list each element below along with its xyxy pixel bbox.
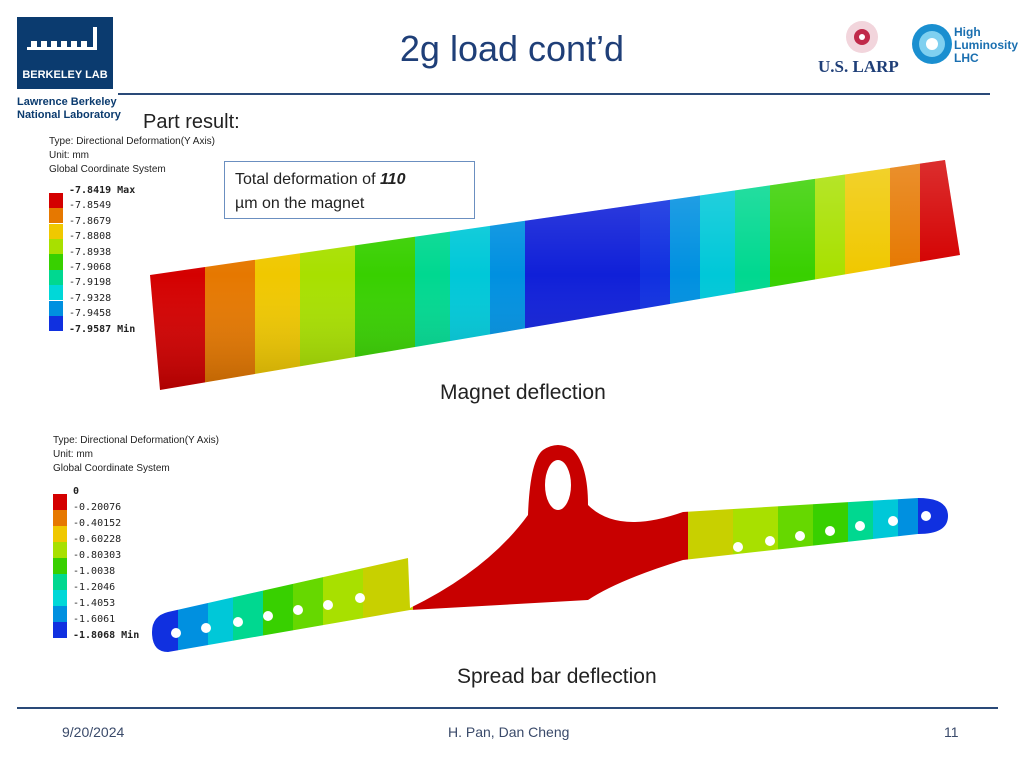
magnet-legend-label: -7.9458 [69, 308, 112, 320]
lab-name-line2: National Laboratory [17, 109, 121, 121]
magnet-legend-label: -7.8549 [69, 200, 112, 212]
spread-legend-type: Type: Directional Deformation(Y Axis) [53, 435, 219, 446]
magnet-legend-label: -7.9198 [69, 277, 112, 289]
spread-legend-label: -0.40152 [73, 518, 122, 529]
title-divider [118, 93, 990, 95]
spread-legend-system: Global Coordinate System [53, 463, 170, 474]
spread-legend-unit: Unit: mm [53, 449, 93, 460]
magnet-legend-swatch [49, 254, 63, 270]
spread-legend-label: -1.4053 [73, 598, 116, 609]
magnet-deflection-plot [150, 160, 960, 390]
spread-legend-swatch [53, 606, 67, 622]
spread-legend-label: -1.8068 Min [73, 630, 140, 641]
footer-date: 9/20/2024 [62, 724, 125, 740]
callout-value: 110 [379, 171, 406, 188]
hilumi-line1: High [954, 25, 981, 39]
magnet-legend-swatch [49, 300, 63, 316]
magnet-legend-type: Type: Directional Deformation(Y Axis) [49, 136, 215, 147]
larp-logo-text: U.S. LARP [818, 57, 899, 76]
callout-prefix: Total deformation of [235, 171, 380, 188]
magnet-legend-swatch [49, 192, 63, 209]
magnet-legend-swatch [49, 223, 63, 239]
hilumi-logo-text: High Luminosity LHC [954, 26, 1018, 65]
magnet-legend-swatch [49, 238, 63, 255]
spread-legend-label: -1.6061 [73, 614, 116, 625]
lab-name-line1: Lawrence Berkeley [17, 96, 117, 108]
magnet-legend-label: -7.9328 [69, 292, 112, 304]
bar-holes [171, 511, 931, 638]
magnet-legend-label: -7.8808 [69, 231, 112, 243]
magnet-legend-header: Type: Directional Deformation(Y Axis) Un… [49, 135, 215, 177]
hilumi-logo-icon [912, 24, 952, 64]
magnet-legend-label: -7.9587 Min [69, 323, 136, 335]
magnet-color-legend: -7.8419 Max -7.8549 -7.8679 -7.8808 -7.8938 -… [49, 185, 149, 335]
spread-legend-label: -1.2046 [73, 582, 116, 593]
magnet-legend-unit: Unit: mm [49, 150, 89, 161]
magnet-legend-swatch [49, 315, 63, 332]
magnet-bands [150, 160, 960, 390]
magnet-legend-label: -7.9068 [69, 262, 112, 273]
spread-legend-label: -0.60228 [73, 534, 122, 545]
lab-logo-text: BERKELEY LAB [22, 69, 108, 81]
callout-suffix: µm on the magnet [235, 195, 365, 212]
spread-legend-header: Type: Directional Deformation(Y Axis) Un… [53, 434, 219, 476]
magnet-legend-swatch [49, 269, 63, 286]
spread-color-legend: 0 -0.20076 -0.40152 -0.60228 -0.80303 -1.0038… [53, 486, 153, 646]
lab-building-icon [27, 27, 97, 50]
magnet-legend-system: Global Coordinate System [49, 164, 166, 175]
spread-bar-caption: Spread bar deflection [457, 665, 657, 688]
larp-logo-icon [846, 21, 878, 53]
lifting-eye-hole [545, 460, 571, 510]
spread-legend-label: -1.0038 [73, 566, 116, 577]
magnet-legend-swatch [49, 285, 63, 301]
footer-authors: H. Pan, Dan Cheng [448, 724, 570, 740]
berkeley-lab-logo [17, 17, 113, 89]
spread-legend-label: -0.20076 [73, 502, 122, 513]
page-title: 2g load cont’d [399, 28, 625, 69]
spread-bar-deflection-plot [152, 445, 948, 652]
spread-legend-swatch [53, 494, 67, 510]
deformation-callout: Total deformation of 110 µm on the magne… [224, 161, 475, 219]
magnet-legend-label: -7.8419 Max [69, 185, 136, 196]
magnet-caption: Magnet deflection [440, 381, 606, 404]
spread-legend-swatch [53, 558, 67, 574]
spread-legend-label: -0.80303 [73, 550, 122, 561]
lab-name: Lawrence Berkeley National Laboratory [17, 96, 121, 122]
spread-legend-swatch [53, 622, 67, 638]
footer-divider [17, 707, 998, 709]
hilumi-line2: Luminosity [954, 38, 1019, 52]
magnet-legend-label: -7.8938 [69, 246, 112, 258]
spread-legend-swatch [53, 526, 67, 542]
section-label: Part result: [143, 111, 240, 133]
spread-legend-swatch [53, 510, 67, 526]
spread-legend-swatch [53, 574, 67, 590]
spread-legend-label: 0 [73, 486, 80, 497]
magnet-legend-swatch [49, 208, 63, 224]
hilumi-line3: LHC [954, 51, 979, 65]
spread-legend-swatch [53, 542, 67, 558]
footer-page-number: 11 [944, 724, 959, 740]
magnet-legend-label: -7.8679 [69, 215, 112, 227]
spread-legend-swatch [53, 590, 67, 606]
